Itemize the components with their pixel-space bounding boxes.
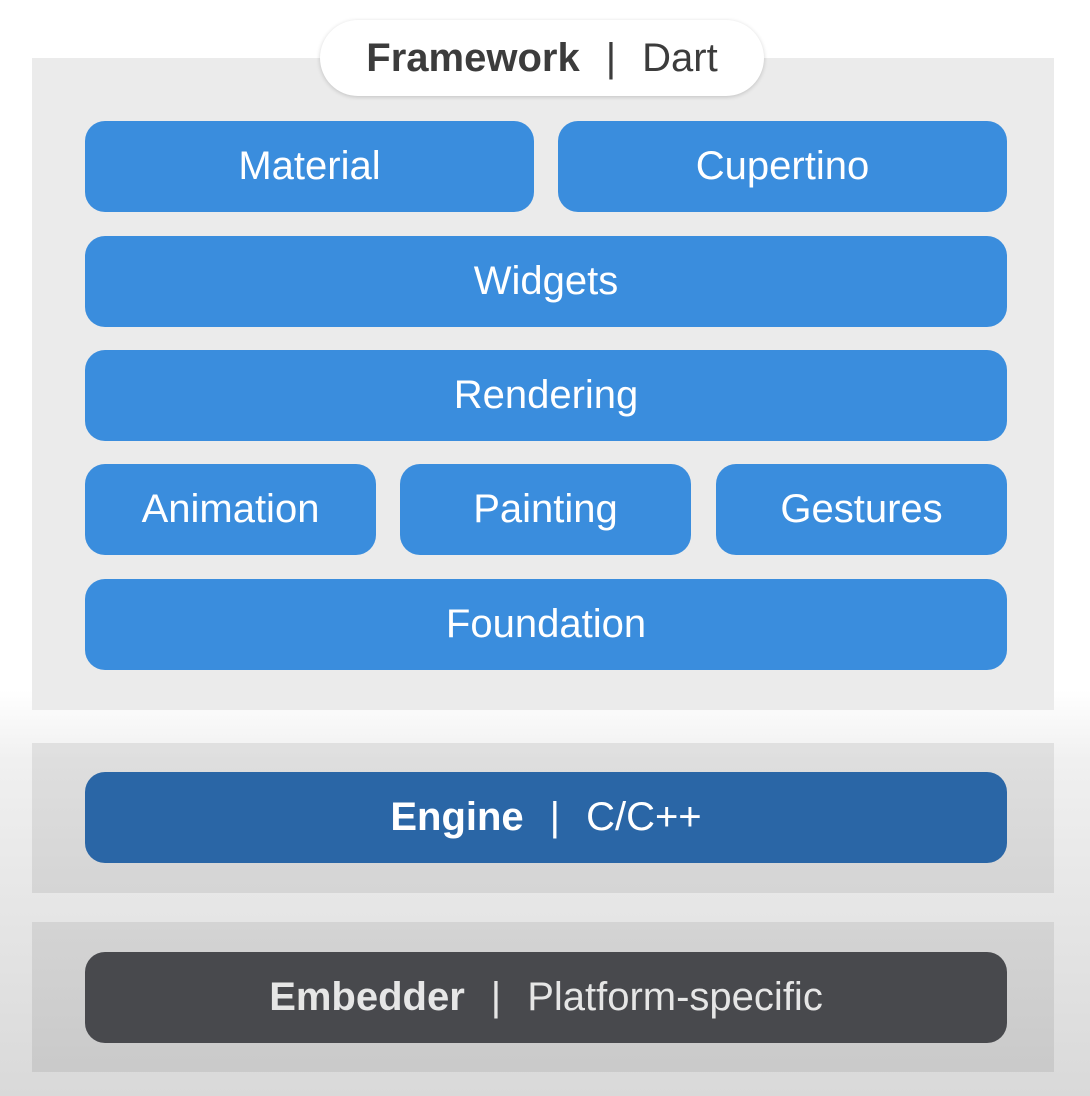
painting-block: Painting (400, 464, 691, 555)
framework-title: Framework (366, 35, 580, 80)
embedder-title: Embedder (269, 975, 465, 1019)
animation-label: Animation (141, 487, 320, 531)
framework-language: Dart (642, 35, 718, 80)
engine-title: Engine (390, 795, 524, 839)
framework-title-pill: Framework | Dart (320, 20, 764, 96)
material-block: Material (85, 121, 534, 212)
widgets-block: Widgets (85, 236, 1007, 327)
rendering-block: Rendering (85, 350, 1007, 441)
cupertino-block: Cupertino (558, 121, 1007, 212)
embedder-separator: | (490, 975, 502, 1019)
embedder-language: Platform-specific (527, 975, 823, 1019)
animation-block: Animation (85, 464, 376, 555)
framework-separator: | (605, 35, 617, 80)
rendering-label: Rendering (453, 373, 639, 417)
engine-language: C/C++ (586, 795, 702, 839)
foundation-block: Foundation (85, 579, 1007, 670)
painting-label: Painting (473, 487, 618, 531)
cupertino-label: Cupertino (695, 144, 870, 188)
engine-block: Engine | C/C++ (85, 772, 1007, 863)
gestures-label: Gestures (780, 487, 943, 531)
gestures-block: Gestures (716, 464, 1007, 555)
widgets-label: Widgets (473, 259, 619, 303)
engine-separator: | (549, 795, 561, 839)
embedder-block: Embedder | Platform-specific (85, 952, 1007, 1043)
foundation-label: Foundation (445, 602, 647, 646)
material-label: Material (238, 144, 381, 188)
